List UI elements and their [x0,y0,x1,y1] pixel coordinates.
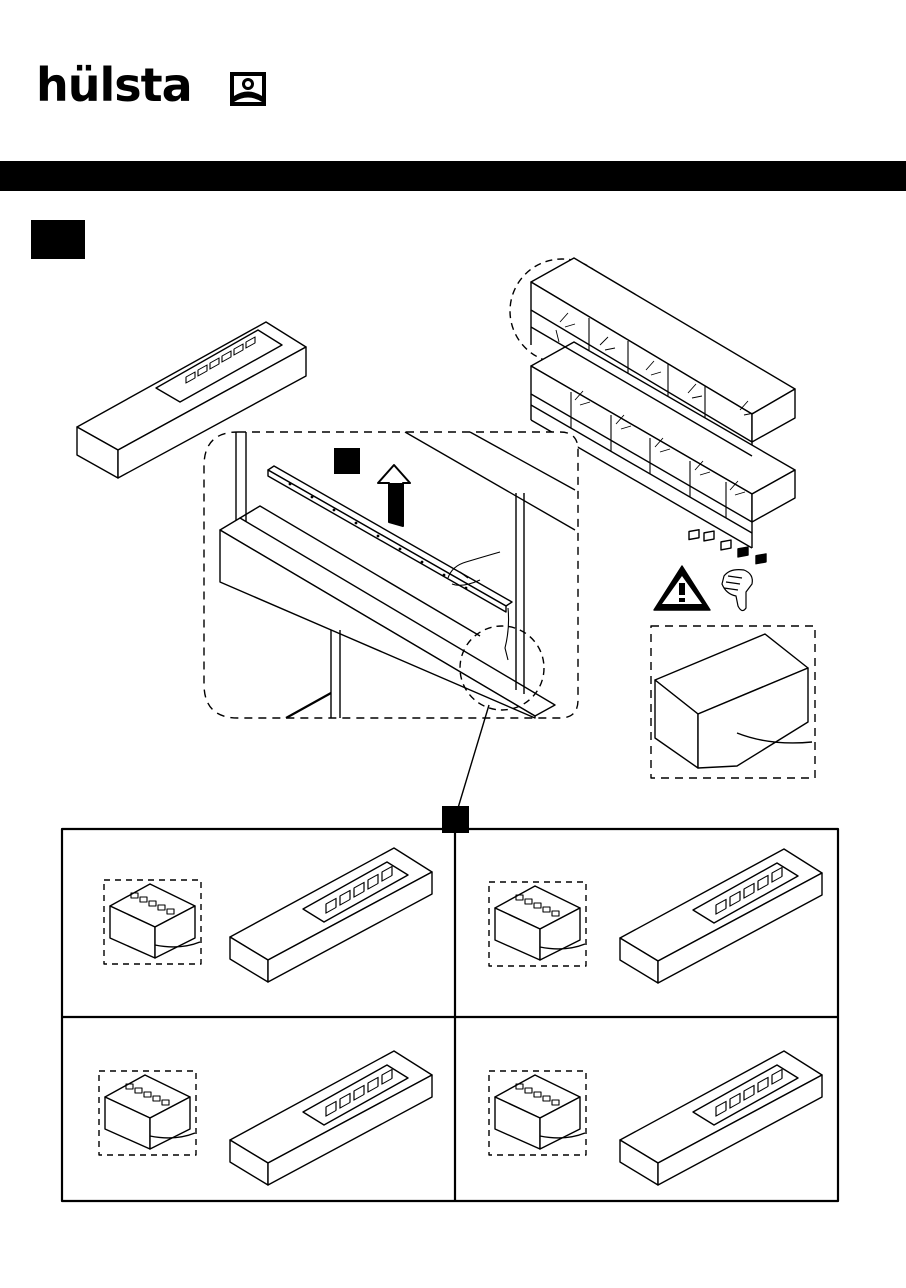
grid-panel-top-left [104,848,432,982]
grid-panel-bottom-left [99,1051,432,1185]
detail-wrong-switch [651,530,815,778]
warning-triangle-icon [654,566,710,610]
grid-panel-bottom-right [489,1051,822,1185]
grid-panel-top-right [489,849,822,983]
detail-step-marker [334,448,360,474]
thumbs-down-icon [722,570,752,611]
